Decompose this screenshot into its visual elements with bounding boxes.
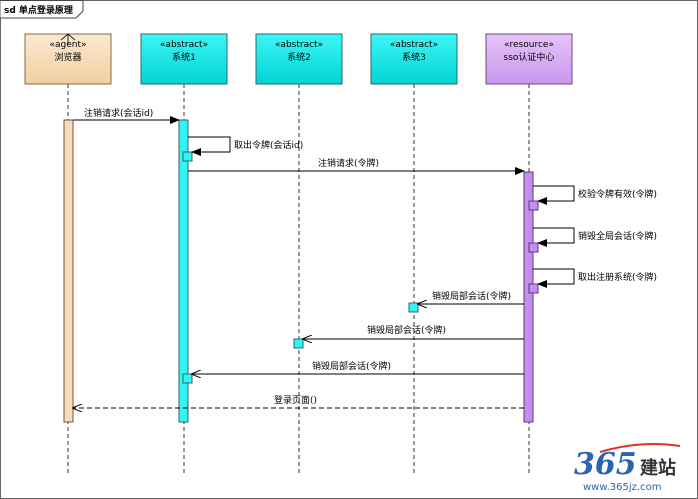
activation-bar-sso (523, 171, 534, 423)
lifeline-sso[interactable]: «resource» sso认证中心 (485, 33, 573, 85)
activation-system3 (408, 302, 419, 313)
activation-system2 (293, 338, 304, 349)
lifeline-name: 系统2 (287, 51, 311, 63)
logo-url: www.365jz.com (583, 482, 661, 493)
watermark-logo: 365 建站 www.365jz.com (574, 443, 681, 493)
message-label-6: 取出注册系统(令牌) (578, 271, 657, 283)
message-label-8: 销毁局部会话(令牌) (367, 324, 446, 336)
frame-tab (0, 0, 84, 19)
logo-chars: 建站 (640, 457, 676, 479)
message-label-9: 销毁局部会话(令牌) (312, 360, 391, 372)
lifeline-name: 浏览器 (54, 51, 81, 63)
logo-swoosh (599, 443, 681, 453)
message-arrow-6 (533, 268, 575, 288)
message-label-2: 取出令牌(会话id) (234, 139, 303, 151)
activation-bar-browser (63, 119, 74, 423)
logo-digits: 365 (574, 447, 637, 482)
lifeline-name: 系统1 (172, 51, 196, 63)
lifeline-box (140, 33, 228, 85)
self-activation (528, 283, 539, 294)
lifeline-stereotype: «abstract» (160, 40, 208, 50)
message-label-5: 销毁全局会话(令牌) (578, 230, 657, 242)
lifeline-stereotype: «resource» (504, 40, 554, 50)
lifeline-stereotype: «abstract» (390, 40, 438, 50)
activation-bar-system1 (178, 119, 189, 423)
lifeline-box (370, 33, 458, 85)
self-activation (528, 242, 539, 253)
agent-icon (60, 33, 76, 44)
lifeline-stereotype: «abstract» (275, 40, 323, 50)
message-label-1: 注销请求(会话id) (84, 107, 153, 119)
self-activation (528, 200, 539, 211)
lifeline-system1[interactable]: «abstract» 系统1 (140, 33, 228, 85)
message-arrow-2 (188, 136, 231, 156)
message-label-4: 校验令牌有效(令牌) (578, 188, 657, 200)
activation-system1-nested (182, 373, 193, 384)
message-label-10: 登录页面() (274, 395, 317, 406)
message-arrow-5 (533, 227, 575, 247)
lifeline-system3[interactable]: «abstract» 系统3 (370, 33, 458, 85)
self-activation (182, 151, 193, 162)
message-label-3: 注销请求(令牌) (318, 157, 379, 169)
lifeline-name: sso认证中心 (504, 51, 555, 63)
lifeline-box (485, 33, 573, 85)
message-label-7: 销毁局部会话(令牌) (432, 290, 511, 302)
lifeline-name: 系统3 (402, 51, 426, 63)
lifeline-browser[interactable]: «agent» 浏览器 (24, 33, 112, 85)
message-arrow-4 (533, 185, 575, 205)
lifeline-box (255, 33, 343, 85)
frame-title: sd 单点登录原理 (4, 4, 73, 16)
lifeline-stereotype: «agent» (49, 40, 86, 50)
lifeline-system2[interactable]: «abstract» 系统2 (255, 33, 343, 85)
